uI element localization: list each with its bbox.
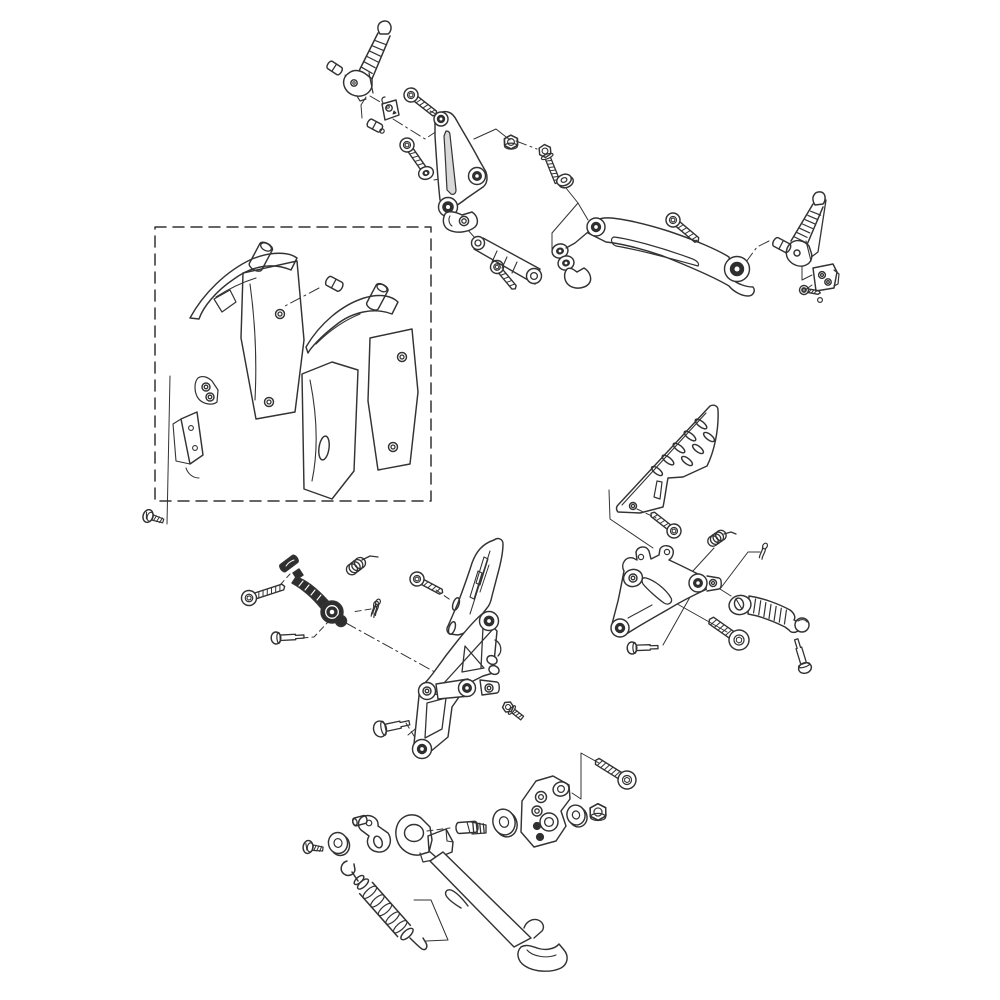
leader-box-to-screw [166,375,171,525]
footpeg-mount-plate-left [381,96,400,121]
brake-pedal [728,594,810,634]
shift-bolt-long [240,583,286,607]
stand-nut [589,802,607,822]
collar-nut-left [417,165,435,181]
stand-washer-big [492,808,518,838]
leader-spring-to-bracket-r [691,547,715,573]
footpeg-collar-left [366,118,384,133]
leader-washer-to-boss [551,187,579,252]
washer-arm [556,173,574,189]
stand-pivot-bolt [455,820,487,835]
bolt-bracket-right-small [626,641,659,655]
footpeg-mount-plate-right [812,263,840,292]
leader-plate-frame-r [608,489,654,549]
footpeg-spacer-right [772,236,792,254]
pin-bracket-right [758,542,769,560]
dashed-inset-box [154,226,432,502]
rider-bracket-right [610,545,722,638]
screw-plate-right [798,284,821,296]
shift-bolt-short [270,631,305,645]
leader-bracket-to-pedal-r [719,588,732,597]
bolt-heelplate-left [409,571,444,595]
pin-bracket-left [370,600,379,619]
leader-washer-to-eye [577,202,589,221]
heel-guard-cover-right [301,282,419,500]
bolt-bracket-left-small [501,701,525,721]
small-ball-right [816,297,823,304]
connecting-rod-left [470,235,543,285]
return-spring-right [707,529,737,547]
bolt-arm-small [665,212,700,243]
leader-pedalboss-to-bolt [301,621,329,639]
bolt-heelplate-right [650,511,682,539]
leader-pin-to-boss [351,608,372,613]
bolt-rod-left [489,259,517,290]
leader-arm-eye-to-spacer [745,240,770,263]
leader-shiftbolt-to-tip [279,573,291,586]
cover-bushing [324,275,344,292]
leader-footpeg-to-plate [369,95,383,104]
flange-nut-right-arm [503,134,519,150]
leader-plate-hole-to-bolt-r [636,508,657,519]
leader-plate-to-bracket [392,118,438,140]
cover-screw [142,508,165,524]
side-stand-pivot [395,814,454,863]
small-ball-left [379,128,385,134]
leader-standbracket-to-bolt [571,752,600,800]
front-footpeg-left [342,20,392,102]
side-stand-leg [429,851,568,972]
leader-spring-anchor [413,899,449,942]
shift-spring [345,555,379,576]
heel-guard-cover-left [172,241,305,479]
stand-spring [340,860,428,951]
bolt-bracket-left-lower [372,719,411,738]
stand-screw [302,839,324,855]
front-bracket-left [433,110,488,233]
leader-plate-bolt-f [435,589,453,602]
leader-peghousing-to-plate-r [801,264,813,281]
stand-washer-small [327,831,351,857]
bolt-bracket-right-big [708,616,750,651]
bolt-pedal-vert [793,638,813,675]
shift-pedal [279,554,348,628]
front-footpeg-right [785,191,827,267]
stand-switch-lever [351,814,392,853]
leader-cover-cylinder [284,287,320,307]
leader-pin-to-bracket-r [719,551,761,590]
stand-bolt [594,757,637,790]
leader-pedal-to-bracket [345,622,443,677]
stand-washer-mid [566,804,588,828]
stand-bracket [520,775,571,848]
rider-bracket-left [411,610,502,760]
leader-bracket-to-nut [473,128,511,141]
heel-plate-right [615,404,719,514]
rear-arm-bracket-right [551,217,755,297]
leader-nut-bolt-axis-right [515,140,538,150]
footpeg-pin-left [326,60,344,76]
leader-pivot-to-bolt-r [662,589,695,646]
